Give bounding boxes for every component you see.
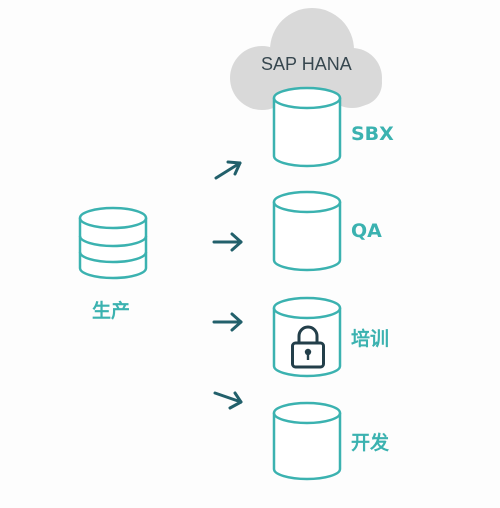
arrow-to-dev-icon xyxy=(213,391,243,410)
arrow-to-qa-icon xyxy=(212,232,243,252)
target-label-training: 培训 xyxy=(351,328,390,350)
target-label-qa: QA xyxy=(351,220,382,242)
cloud-label: SAP HANA xyxy=(261,54,352,74)
arrow-to-sbx-icon xyxy=(214,160,242,180)
qa-database-icon xyxy=(272,190,342,272)
arrow-to-training-icon xyxy=(212,312,243,332)
target-label-sbx: SBX xyxy=(351,123,394,145)
dev-database-icon xyxy=(272,401,342,481)
sbx-database-icon xyxy=(272,86,342,168)
source-label: 生产 xyxy=(92,300,131,322)
lock-icon xyxy=(291,325,325,369)
target-label-dev: 开发 xyxy=(351,432,390,454)
source-database-icon xyxy=(78,206,148,280)
